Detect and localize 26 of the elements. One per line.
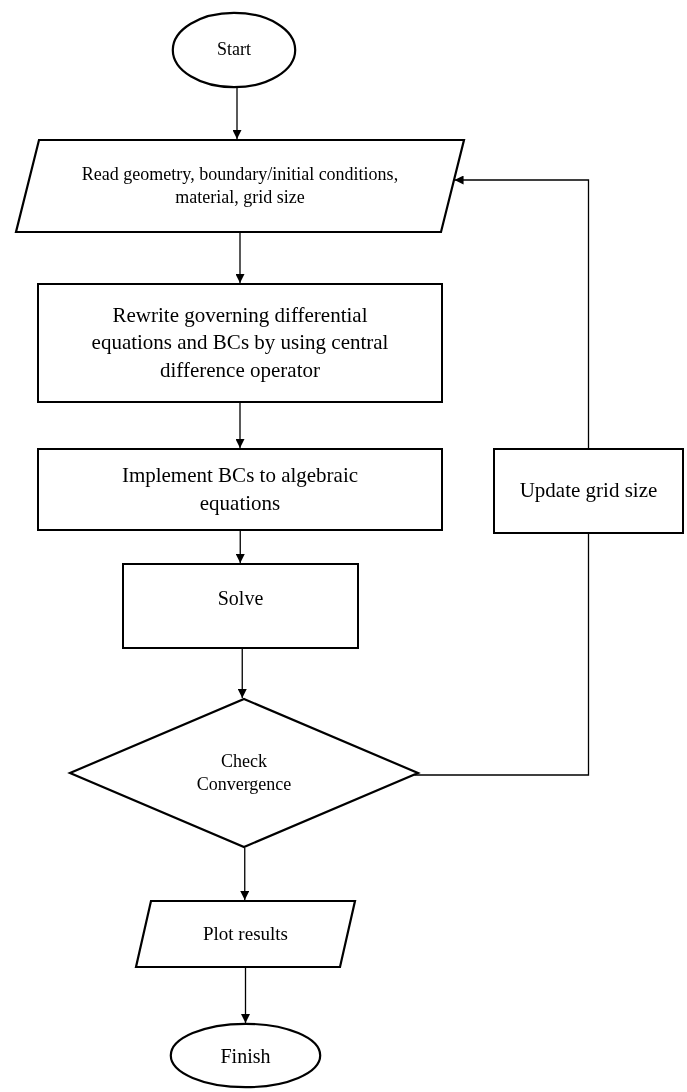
terminator-ellipse bbox=[172, 12, 296, 88]
arrow bbox=[235, 530, 245, 564]
process-box bbox=[122, 563, 359, 649]
arrow bbox=[235, 232, 245, 284]
process-box bbox=[37, 448, 443, 531]
input-output-parallelogram bbox=[15, 139, 465, 233]
node-label: Start bbox=[217, 38, 251, 62]
node-label: Check Convergence bbox=[195, 749, 293, 796]
terminator-ellipse bbox=[170, 1023, 321, 1088]
node-label: Solve bbox=[217, 586, 264, 611]
node-label: Plot results bbox=[203, 921, 288, 946]
arrow bbox=[237, 648, 247, 699]
node-label: Rewrite governing differential equations and BCs by using central difference operator bbox=[90, 302, 390, 384]
decision-diamond bbox=[69, 698, 419, 848]
process-box bbox=[37, 283, 443, 403]
node-label: Update grid size bbox=[519, 477, 658, 505]
arrow bbox=[240, 847, 250, 901]
arrow bbox=[241, 967, 250, 1024]
arrow bbox=[232, 87, 242, 140]
node-label: Implement BCs to algebraic equations bbox=[120, 462, 360, 517]
process-box bbox=[493, 448, 684, 534]
arrow bbox=[235, 402, 245, 449]
node-label: Finish bbox=[220, 1043, 271, 1069]
arrow bbox=[453, 175, 590, 449]
node-label: Read geometry, boundary/initial conditions, material, grid size bbox=[80, 162, 400, 209]
input-output-parallelogram bbox=[135, 900, 356, 968]
